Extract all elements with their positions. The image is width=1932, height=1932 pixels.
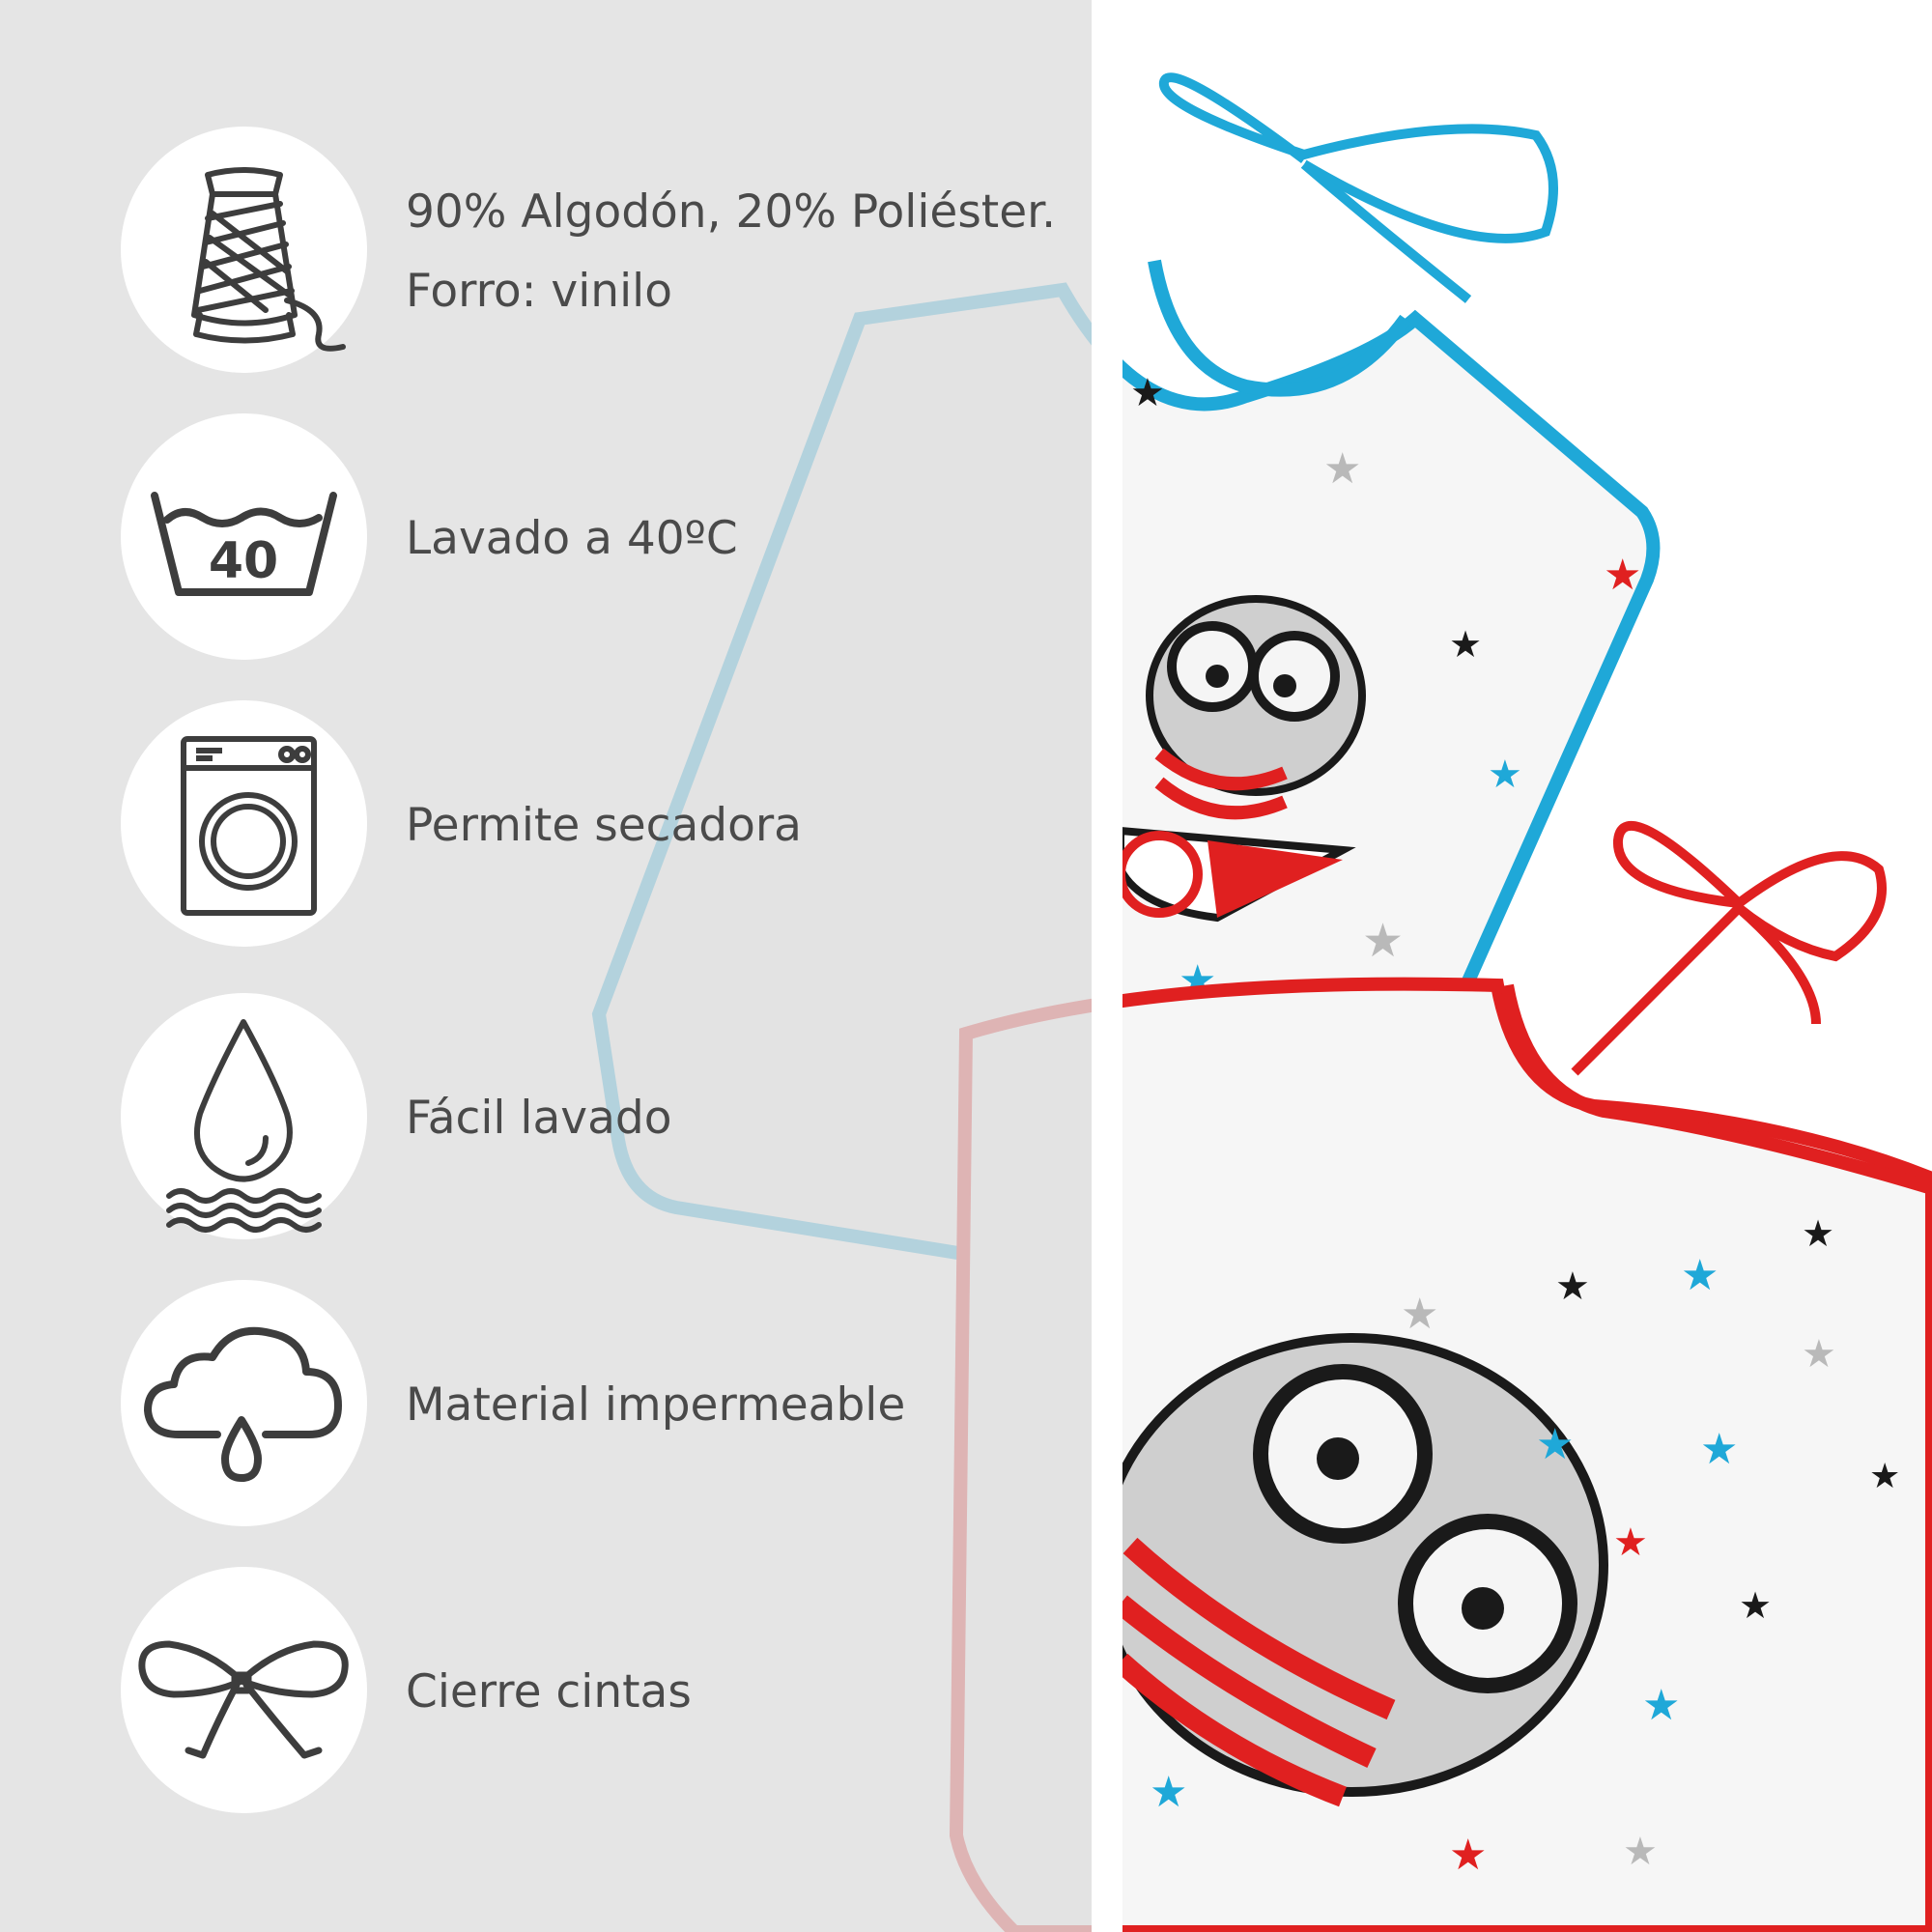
wash-temperature-badge: 40 [209,532,278,590]
feature-label: Fácil lavado [406,1079,671,1158]
feature-material: 90% Algodón, 20% Poliéster. Forro: vinil… [121,127,1125,378]
feature-wash-temperature: 40 Lavado a 40ºC [121,413,1125,665]
panel-divider [1092,0,1122,1932]
svg-text:★: ★ [1681,1251,1719,1300]
svg-text:★: ★ [1739,1584,1772,1627]
svg-text:★: ★ [1623,1830,1658,1874]
rain-cloud-icon [144,1326,342,1482]
icon-badge [121,1567,367,1813]
wash-40-icon: 40 [151,492,337,596]
icon-badge [121,1280,367,1526]
water-drop-icon [166,1019,322,1233]
feature-label: Lavado a 40ºC [406,499,738,579]
svg-text:★: ★ [1362,914,1404,968]
thread-spool-icon [191,167,346,352]
feature-waterproof: Material impermeable [121,1280,1125,1531]
icon-badge [121,993,367,1239]
icon-badge: 40 [121,413,367,660]
svg-text:★: ★ [1802,1332,1836,1377]
feature-ribbon-closure: Cierre cintas [121,1567,1125,1818]
svg-text:★: ★ [1604,551,1641,600]
feature-line-dryer: Permite secadora [406,799,802,852]
feature-line-lining: Forro: vinilo [406,265,672,318]
svg-text:★: ★ [1449,623,1482,666]
svg-text:★: ★ [1613,1520,1648,1565]
icon-badge [121,700,367,947]
feature-dryer: Permite secadora [121,700,1125,952]
feature-line-waterproof: Material impermeable [406,1378,906,1432]
svg-text:★: ★ [1130,371,1165,415]
feature-line-composition: 90% Algodón, 20% Poliéster. [406,185,1057,239]
bow-ribbon-icon [138,1640,349,1759]
icon-badge [121,127,367,373]
feature-line-wash: Lavado a 40ºC [406,512,738,565]
svg-text:★: ★ [1802,1212,1834,1255]
svg-text:★: ★ [1555,1264,1590,1309]
svg-text:★: ★ [1700,1425,1738,1474]
feature-line-ribbon: Cierre cintas [406,1665,692,1719]
feature-label: Cierre cintas [406,1653,692,1732]
feature-line-easy-wash: Fácil lavado [406,1092,672,1145]
feature-label: Material impermeable [406,1366,905,1445]
feature-easy-wash: Fácil lavado [121,993,1125,1244]
washing-machine-icon [181,736,317,916]
svg-text:★: ★ [1323,444,1361,494]
svg-text:★: ★ [1401,1290,1438,1339]
svg-text:★: ★ [1150,1768,1187,1817]
svg-text:★: ★ [1869,1457,1900,1496]
svg-text:★: ★ [1642,1681,1680,1730]
svg-text:★: ★ [1536,1420,1574,1469]
red-bib: ★ ★ ★ ★ ★ ★ ★ ★ ★ ★ ★ ★ ★ ★ [949,820,1932,1932]
feature-label: Permite secadora [406,786,802,866]
feature-label: 90% Algodón, 20% Poliéster. Forro: vinil… [406,173,1056,331]
svg-text:★: ★ [1488,753,1522,797]
svg-text:★: ★ [1449,1831,1487,1880]
